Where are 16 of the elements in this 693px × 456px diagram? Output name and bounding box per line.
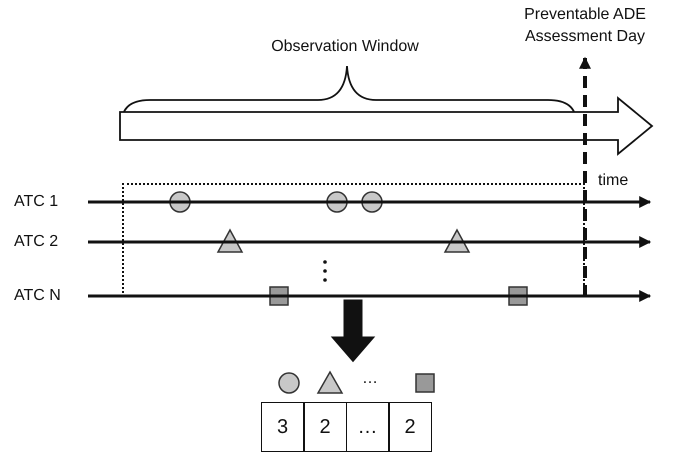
- day-label: Preventable ADE Assessment Day: [520, 4, 650, 56]
- axis-label: time: [598, 172, 628, 190]
- series-label: ATC 2: [14, 231, 88, 253]
- series-label: ATC 1: [14, 191, 88, 213]
- table-cell: 2: [303, 402, 347, 452]
- series-label: ATC N: [14, 285, 88, 307]
- window-label: Observation Window: [271, 38, 419, 56]
- arrow: [579, 56, 591, 297]
- arrow: [88, 196, 652, 208]
- arrow: [88, 236, 652, 248]
- arrow: [330, 300, 376, 362]
- arrow: [88, 290, 652, 302]
- table-cell: 2: [388, 402, 432, 452]
- table-cell: …: [346, 402, 390, 452]
- table-cell: 3: [260, 402, 304, 452]
- ellipsis-label: …: [362, 370, 378, 388]
